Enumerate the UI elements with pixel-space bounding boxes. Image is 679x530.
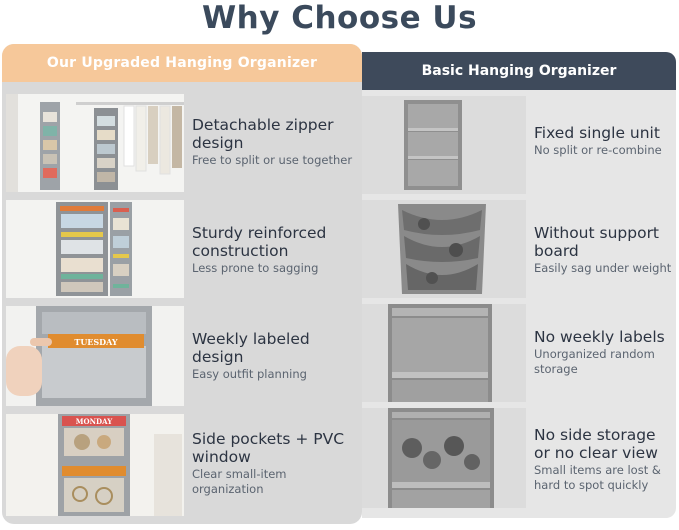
plain-shelf-photo — [362, 304, 526, 402]
basic-organizer-panel: Basic Hanging Organizer Fixed single uni… — [362, 52, 676, 518]
feature-title: Without support board — [534, 224, 660, 260]
closet-photo — [6, 94, 184, 192]
feature-no-side-storage: No side storage or no clear view Small i… — [534, 426, 674, 493]
feature-title: No side storage or no clear view — [534, 426, 658, 462]
feature-title: No weekly labels — [534, 328, 665, 346]
feature-no-support: Without support board Easily sag under w… — [534, 224, 674, 276]
messy-shelf-photo — [362, 408, 526, 508]
upgraded-organizer-header: Our Upgraded Hanging Organizer — [2, 44, 362, 82]
page-title: Why Choose Us — [201, 0, 478, 36]
feature-title: Sturdy reinforced construction — [192, 224, 327, 260]
label-photo: TUESDAY — [6, 306, 184, 406]
feature-weekly: Weekly labeled design Easy outfit planni… — [192, 330, 357, 382]
monday-label: MONDAY — [76, 417, 113, 426]
organizer-photo — [6, 200, 184, 298]
feature-sturdy: Sturdy reinforced construction Less pron… — [192, 224, 357, 276]
basic-organizer-header: Basic Hanging Organizer — [362, 52, 676, 90]
pocket-photo: MONDAY — [6, 414, 184, 516]
feature-title: Weekly labeled design — [192, 330, 310, 366]
feature-subtitle: Free to split or use together — [192, 153, 353, 167]
feature-subtitle: Easy outfit planning — [192, 367, 307, 381]
upgraded-organizer-panel: Our Upgraded Hanging Organizer De — [2, 44, 362, 524]
feature-title: Detachable zipper design — [192, 116, 334, 152]
feature-fixed: Fixed single unit No split or re-combine — [534, 124, 674, 158]
feature-subtitle: No split or re-combine — [534, 143, 662, 157]
feature-subtitle: Easily sag under weight — [534, 261, 672, 275]
feature-pockets: Side pockets + PVC window Clear small-it… — [192, 430, 357, 497]
basic-unit-photo — [362, 96, 526, 194]
feature-detachable: Detachable zipper design Free to split o… — [192, 116, 357, 168]
feature-subtitle: Less prone to sagging — [192, 261, 319, 275]
tuesday-label: TUESDAY — [74, 337, 118, 347]
sagging-photo — [362, 200, 526, 298]
feature-subtitle: Clear small-item organization — [192, 467, 287, 496]
feature-title: Fixed single unit — [534, 124, 660, 142]
feature-title: Side pockets + PVC window — [192, 430, 345, 466]
feature-subtitle: Unorganized random storage — [534, 347, 655, 376]
feature-no-labels: No weekly labels Unorganized random stor… — [534, 328, 674, 377]
feature-subtitle: Small items are lost & hard to spot quic… — [534, 463, 661, 492]
